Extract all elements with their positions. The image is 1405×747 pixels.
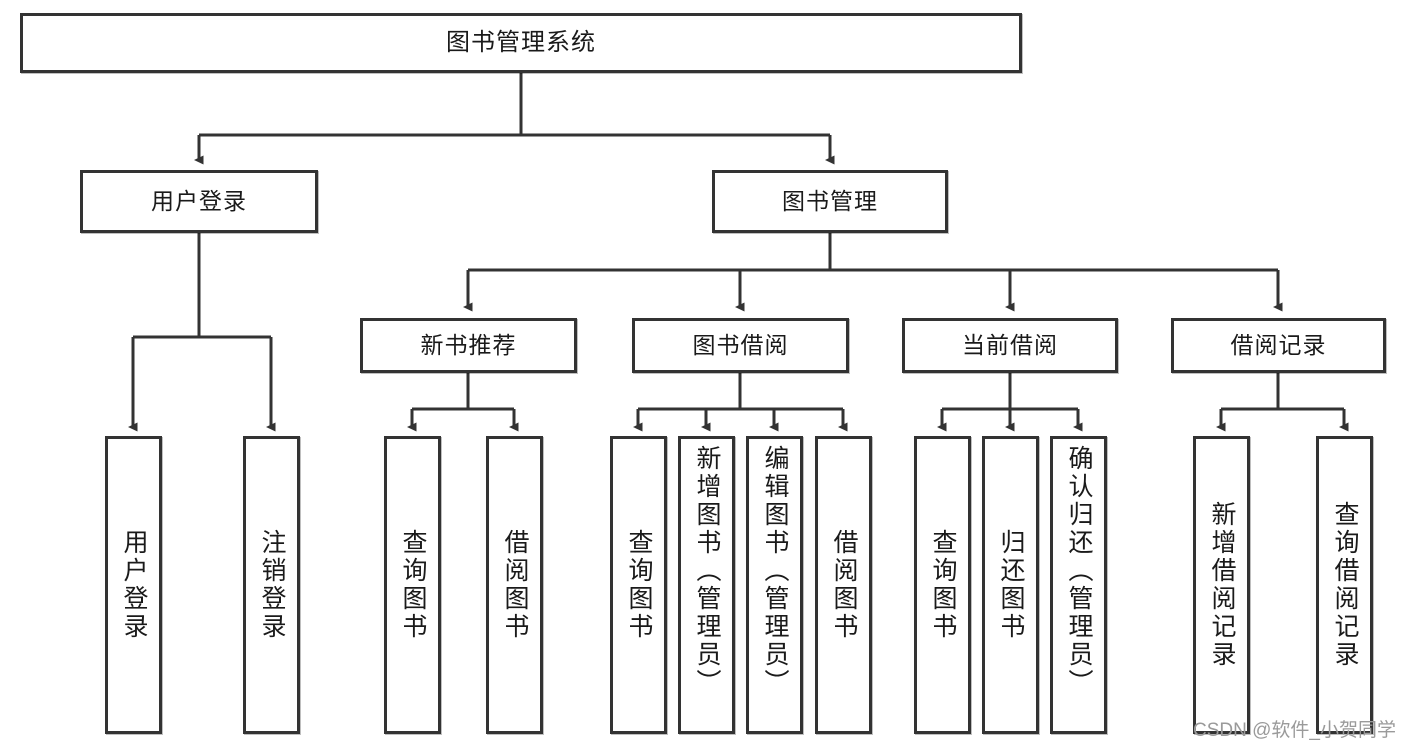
leaf-current-confirm-return-admin[interactable]: 确认归还（管理员） [1050, 436, 1107, 734]
node-label: 图书借阅 [692, 331, 789, 358]
node-new-book-recommend[interactable]: 新书推荐 [360, 318, 577, 373]
node-label: 图书管理系统 [446, 28, 596, 56]
leaf-record-query-borrow-record[interactable]: 查询借阅记录 [1316, 436, 1373, 734]
node-book-borrow[interactable]: 图书借阅 [632, 318, 849, 373]
node-current-borrow[interactable]: 当前借阅 [902, 318, 1118, 373]
leaf-borrow-add-book-admin[interactable]: 新增图书（管理员） [678, 436, 735, 734]
node-label: 用户登录 [151, 187, 247, 214]
leaf-current-return-book[interactable]: 归还图书 [982, 436, 1039, 734]
node-label: 查询借阅记录 [1331, 501, 1359, 669]
node-book-management[interactable]: 图书管理 [712, 170, 948, 233]
leaf-current-query-book[interactable]: 查询图书 [914, 436, 971, 734]
node-label: 借阅记录 [1230, 331, 1327, 358]
leaf-logout[interactable]: 注销登录 [243, 436, 300, 734]
watermark-text: CSDN @软件_小贺同学 [1193, 720, 1396, 741]
node-label: 借阅图书 [830, 529, 858, 641]
node-label: 查询图书 [399, 529, 427, 641]
node-label: 图书管理 [782, 187, 878, 214]
node-label: 当前借阅 [962, 331, 1058, 358]
node-root-system[interactable]: 图书管理系统 [20, 13, 1022, 73]
node-label: 查询图书 [929, 529, 957, 641]
node-label: 编辑图书（管理员） [761, 445, 789, 697]
leaf-user-login[interactable]: 用户登录 [105, 436, 162, 734]
leaf-record-add-borrow-record[interactable]: 新增借阅记录 [1193, 436, 1250, 734]
node-label: 查询图书 [625, 529, 653, 641]
leaf-borrow-borrow-book[interactable]: 借阅图书 [815, 436, 872, 734]
leaf-recommend-query-book[interactable]: 查询图书 [384, 436, 441, 734]
node-borrow-record[interactable]: 借阅记录 [1171, 318, 1386, 373]
node-label: 借阅图书 [501, 529, 529, 641]
node-label: 新增借阅记录 [1208, 501, 1236, 669]
node-label: 注销登录 [258, 529, 286, 641]
node-label: 确认归还（管理员） [1065, 445, 1093, 697]
node-label: 归还图书 [997, 529, 1025, 641]
node-label: 新书推荐 [420, 331, 517, 358]
node-label: 新增图书（管理员） [693, 445, 721, 697]
leaf-borrow-query-book[interactable]: 查询图书 [610, 436, 667, 734]
leaf-recommend-borrow-book[interactable]: 借阅图书 [486, 436, 543, 734]
node-label: 用户登录 [120, 529, 148, 641]
leaf-borrow-edit-book-admin[interactable]: 编辑图书（管理员） [746, 436, 803, 734]
node-user-login[interactable]: 用户登录 [80, 170, 318, 233]
